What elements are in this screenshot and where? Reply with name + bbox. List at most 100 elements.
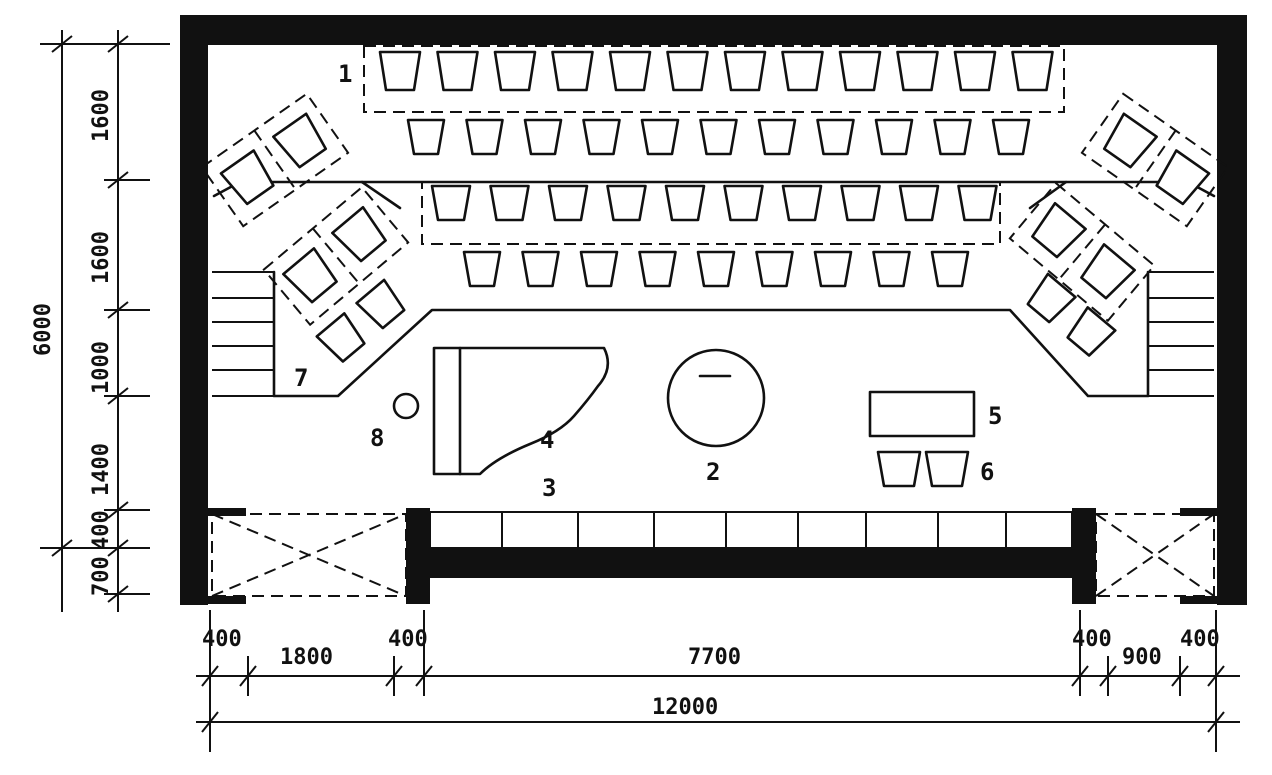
- piano: [432, 346, 610, 476]
- seat: [933, 118, 972, 156]
- dimension-horizontal: 400 1800 400 7700 400 900 400 12000: [196, 610, 1240, 752]
- wall-stub-right-b: [1180, 596, 1217, 604]
- bench-row-1: [363, 45, 1065, 113]
- seat: [664, 184, 706, 222]
- seat: [606, 184, 647, 222]
- stairs-right: [1148, 271, 1214, 397]
- seat: [896, 50, 939, 92]
- label-table: 2: [706, 458, 720, 486]
- wall-stub-left-b: [208, 596, 246, 604]
- dim-v-4: 400: [89, 510, 114, 550]
- seat: [723, 50, 767, 92]
- dim-h-2: 400: [388, 627, 428, 652]
- platform-edge: [272, 270, 1150, 398]
- seat: [462, 250, 502, 288]
- label-stool: 8: [370, 424, 384, 452]
- seat: [521, 250, 560, 288]
- wall-stub-right: [1180, 508, 1217, 516]
- dim-v-2: 1000: [89, 341, 114, 394]
- seat: [465, 118, 504, 156]
- seat: [816, 118, 855, 156]
- label-chairs: 6: [980, 458, 994, 486]
- dim-h-5: 900: [1122, 645, 1162, 670]
- dim-h-0: 400: [202, 627, 242, 652]
- dim-v-0: 1600: [89, 89, 114, 142]
- seat: [378, 50, 422, 92]
- dim-v-total: 6000: [31, 303, 56, 356]
- seat: [872, 250, 911, 288]
- seat: [930, 250, 970, 288]
- desk: [868, 390, 976, 438]
- walls: [180, 15, 1247, 605]
- seat: [874, 118, 914, 156]
- seat: [547, 184, 589, 222]
- seat: [838, 50, 882, 92]
- dim-h-4: 400: [1072, 627, 1112, 652]
- dim-h-3: 7700: [688, 645, 741, 670]
- stool: [392, 392, 420, 420]
- seat: [638, 250, 677, 288]
- seat: [781, 184, 823, 222]
- seat: [757, 118, 797, 156]
- chair-right: [924, 450, 970, 488]
- stairs-left: [212, 271, 274, 397]
- seat: [523, 118, 563, 156]
- seat: [489, 184, 530, 222]
- seat: [953, 50, 997, 92]
- seat: [493, 50, 537, 92]
- label-seats: 1: [338, 60, 352, 88]
- seat: [430, 184, 472, 222]
- seat: [551, 50, 594, 92]
- seat: [608, 50, 652, 92]
- side-seats-top-right: [1080, 92, 1230, 228]
- side-seats-mid-right: [1008, 181, 1156, 323]
- seat: [957, 184, 998, 222]
- side-seats-low-left: [315, 278, 406, 363]
- benches: [363, 45, 1065, 245]
- door-right: [1095, 513, 1215, 597]
- seat: [1011, 50, 1054, 92]
- seat: [666, 50, 709, 92]
- seat: [781, 50, 824, 92]
- seat: [813, 250, 853, 288]
- seat: [582, 118, 621, 156]
- wall-right: [1217, 15, 1247, 605]
- dim-h-1: 1800: [280, 645, 333, 670]
- door-openings: [211, 513, 1215, 597]
- label-stairs: 7: [294, 364, 308, 392]
- dim-h-6: 400: [1180, 627, 1220, 652]
- seat: [640, 118, 680, 156]
- seat: [696, 250, 736, 288]
- dim-h-total: 12000: [652, 695, 718, 720]
- wall-bottom-center: [420, 548, 1080, 578]
- chair-left: [876, 450, 922, 488]
- dim-v-5: 700: [89, 556, 114, 596]
- wall-left: [180, 15, 208, 605]
- seat: [436, 50, 479, 92]
- seating: [378, 50, 1054, 288]
- side-seats-top-left: [200, 92, 350, 228]
- dim-v-1: 1600: [89, 231, 114, 284]
- seat: [840, 184, 881, 222]
- wall-top: [180, 15, 1247, 45]
- tier-edge-right: [1028, 180, 1216, 210]
- seat: [898, 184, 940, 222]
- dimension-vertical: 1600 1600 1000 1400 400 700 6000: [31, 30, 170, 612]
- pillar-right: [1072, 508, 1096, 604]
- tier-edge: [212, 180, 402, 210]
- label-stage-edge: 3: [542, 474, 556, 502]
- seat: [699, 118, 738, 156]
- seat: [406, 118, 446, 156]
- dim-v-3: 1400: [89, 443, 114, 496]
- label-desk: 5: [988, 402, 1002, 430]
- wall-stub-left: [208, 508, 246, 516]
- seat: [755, 250, 794, 288]
- seat: [723, 184, 764, 222]
- stage-edge: [429, 511, 1073, 549]
- round-table: [666, 348, 766, 448]
- seat: [991, 118, 1031, 156]
- door-left: [211, 513, 407, 597]
- bench-row-3: [421, 181, 1001, 245]
- pillar-left: [406, 508, 430, 604]
